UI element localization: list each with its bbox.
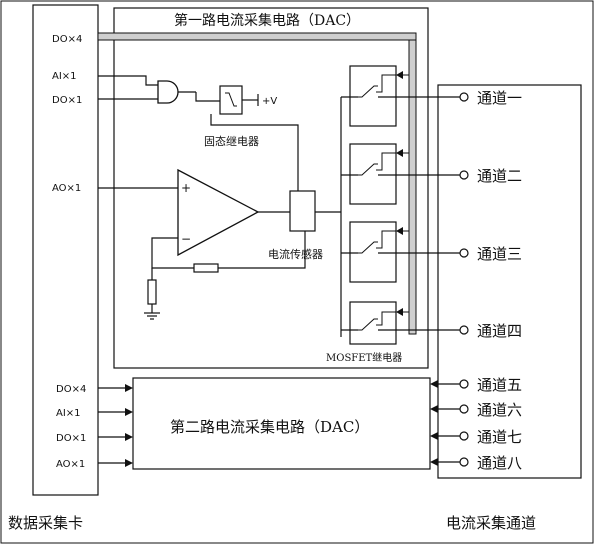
- channel-7-label: 通道七: [477, 428, 522, 446]
- channel-2-label: 通道二: [477, 167, 522, 185]
- mosfet-relay-2: [341, 143, 428, 205]
- card-to-circuit2-arrows: [98, 384, 133, 467]
- mosfet-relay-label: MOSFET继电器: [326, 351, 402, 364]
- card-signal-ai1: AI×1: [52, 71, 77, 82]
- card-signal-ao1-2: AO×1: [56, 459, 85, 470]
- card-signal-do1: DO×1: [52, 95, 82, 106]
- card-signal-do4-2: DO×4: [56, 384, 86, 395]
- sensor-to-ssr-wire: [210, 114, 299, 191]
- ssr-switch-symbol: [225, 92, 237, 107]
- card-signal-do1-2: DO×1: [56, 433, 86, 444]
- current-sensor-label: 电流传感器: [268, 247, 323, 261]
- vplus-label: +V: [262, 96, 277, 107]
- acquisition-card-label: 数据采集卡: [8, 514, 83, 532]
- ssr-label: 固态继电器: [204, 135, 259, 148]
- channel-terminals: [459, 92, 469, 467]
- channel-4-label: 通道四: [477, 322, 522, 340]
- circuit2-title: 第二路电流采集电路（DAC）: [170, 418, 369, 436]
- do-bus-horizontal: [97, 32, 417, 41]
- ground-resistor: [147, 279, 157, 305]
- card-signal-ai1-2: AI×1: [56, 408, 81, 419]
- circuit2-to-channels-arrows: [430, 380, 460, 466]
- opamp-plus-label: +: [181, 181, 191, 195]
- channel-box-label: 电流采集通道: [446, 514, 536, 532]
- do-bus-vertical: [408, 39, 417, 335]
- channel-box: [437, 84, 582, 479]
- channel-6-label: 通道六: [477, 401, 522, 419]
- channel-1-label: 通道一: [477, 89, 522, 107]
- acquisition-card-box: [32, 4, 99, 496]
- circuit1-title: 第一路电流采集电路（DAC）: [174, 12, 360, 29]
- card-signal-do4: DO×4: [52, 34, 82, 45]
- op-amp: [177, 168, 260, 257]
- gate-to-ssr-wire-2: [195, 92, 220, 102]
- circuit2-box: [132, 377, 431, 470]
- feedback-resistor: [193, 263, 219, 273]
- solid-state-relay: [219, 85, 243, 115]
- opamp-minus-label: −: [181, 232, 191, 246]
- channel-5-label: 通道五: [477, 376, 522, 394]
- ai-wire: [98, 75, 158, 86]
- card-signal-ao1: AO×1: [52, 183, 81, 194]
- channel-3-label: 通道三: [477, 245, 522, 263]
- feedback-wire-left: [151, 237, 194, 269]
- channel-8-label: 通道八: [477, 454, 522, 472]
- feedback-wire-right: [218, 231, 306, 269]
- mosfet-relay-1: [341, 65, 428, 127]
- current-sensor: [289, 190, 316, 232]
- and-gate: [157, 80, 179, 104]
- mosfet-relay-3: [341, 221, 428, 283]
- mosfet-relay-4: [341, 301, 428, 345]
